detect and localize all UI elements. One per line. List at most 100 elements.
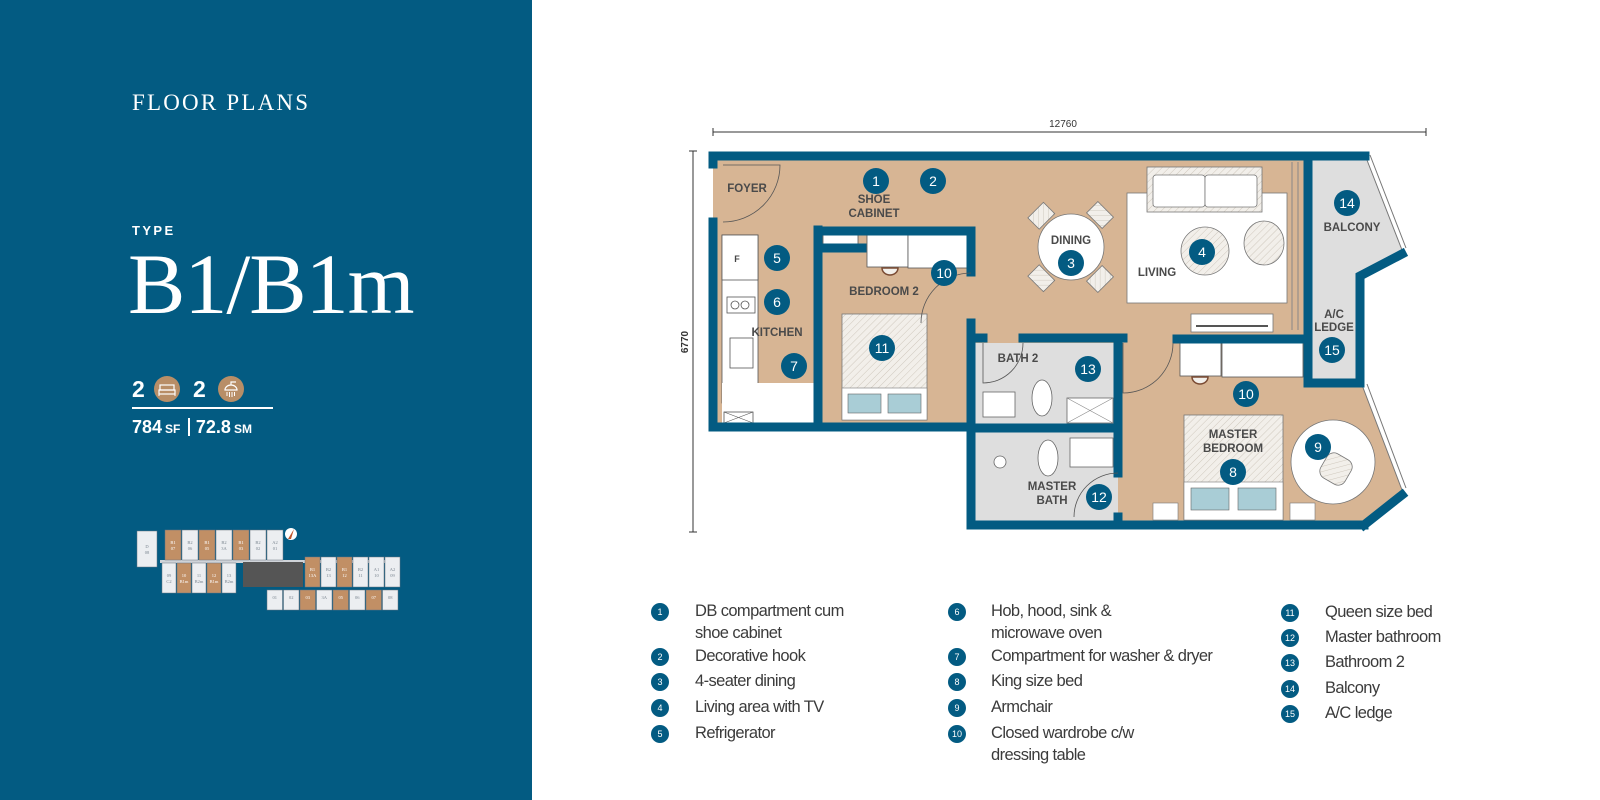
marker-10: 10 (931, 260, 957, 286)
legend-text: microwave oven (991, 624, 1102, 642)
key-plan-unit: 07 (365, 589, 382, 611)
key-plan: D08B107B206B105B23AB103B202A20109C210B1m… (136, 528, 401, 611)
room-label: FOYER (727, 183, 767, 195)
key-plan-unit-box (349, 589, 366, 611)
master-wardrobe (1221, 342, 1304, 378)
key-plan-unit: 02 (283, 589, 300, 611)
sm-unit: SM (233, 422, 252, 436)
legend-text: Closed wardrobe c/w (991, 724, 1134, 742)
legend-number: 10 (948, 725, 966, 743)
key-plan-unit: 08 (382, 589, 399, 611)
key-plan-unit-box (304, 556, 321, 588)
key-plan-unit-number: B2m (225, 579, 234, 584)
key-plan-unit-box (249, 529, 267, 561)
nightstand (1152, 502, 1179, 521)
key-plan-unit-type: 08 (388, 595, 393, 600)
legend-number: 4 (651, 699, 669, 717)
key-plan-unit-number: C2 (166, 579, 171, 584)
shower-icon (218, 376, 244, 402)
balcony-floor (1308, 155, 1402, 380)
key-plan-unit-number: 08 (145, 550, 150, 555)
section-title: FLOOR PLANS (132, 90, 311, 115)
key-plan-unit-box (368, 556, 385, 588)
marker-circle (1220, 459, 1246, 485)
sf-unit: SF (165, 422, 181, 436)
legend-text: A/C ledge (1325, 704, 1393, 722)
marker-1: 1 (863, 168, 889, 194)
key-plan-unit-number: 05 (205, 546, 210, 551)
living-armchair (1243, 220, 1285, 266)
sofa-cushion (1152, 174, 1206, 208)
marker-number: 1 (872, 173, 880, 189)
legend-text: Decorative hook (695, 647, 806, 665)
key-plan-unit-box (266, 529, 284, 561)
armchair (1319, 452, 1353, 486)
marker-circle (869, 335, 895, 361)
key-plan-unit: 03 (299, 589, 316, 611)
legend-number: 15 (1281, 705, 1299, 723)
bath2-basin (982, 391, 1016, 418)
shower-mark (1066, 397, 1114, 424)
key-plan-unit-number: 13A (309, 573, 318, 578)
key-plan-unit-box (384, 556, 401, 588)
legend-text: Balcony (1325, 679, 1380, 697)
key-plan-unit-number: 12 (342, 573, 347, 578)
marker-10: 10 (1233, 381, 1259, 407)
key-plan-unit-type: A2 (390, 567, 396, 572)
walls (708, 151, 1409, 532)
bathroom-count: 2 (193, 376, 206, 402)
marker-13: 13 (1075, 356, 1101, 382)
marker-2: 2 (920, 168, 946, 194)
key-plan-unit-number: 09 (390, 573, 395, 578)
key-plan-unit-number: B1m (210, 579, 219, 584)
legend-number: 13 (1281, 654, 1299, 672)
marker-circle (764, 245, 790, 271)
marker-11: 11 (869, 335, 895, 361)
key-plan-unit-type: B1 (170, 540, 175, 545)
legend-number: 2 (651, 648, 669, 666)
key-plan-unit-number: 01 (273, 546, 278, 551)
legend-text: dressing table (991, 746, 1086, 764)
key-plan-unit-type: B2 (358, 567, 363, 572)
key-plan-unit-type: 02 (289, 595, 294, 600)
marker-4: 4 (1189, 239, 1215, 265)
key-plan-unit-type: B1 (238, 540, 243, 545)
key-plan-unit-box (320, 556, 337, 588)
key-plan-unit-type: 06 (355, 595, 360, 600)
marker-number: 8 (1229, 464, 1237, 480)
key-plan-unit-type: A2 (272, 540, 278, 545)
marker-number: 13 (1080, 361, 1096, 377)
marker-circle (1075, 356, 1101, 382)
divider (132, 407, 273, 409)
marker-number: 10 (936, 265, 952, 281)
marker-number: 7 (790, 358, 798, 374)
marker-circle (1058, 250, 1084, 276)
bedroom-count: 2 (132, 376, 145, 402)
legend-text: Refrigerator (695, 724, 776, 742)
legend-number: 7 (948, 648, 966, 666)
key-plan-unit-type: 10 (182, 573, 187, 578)
marker-number: 4 (1198, 244, 1206, 260)
key-plan-unit-type: 12 (212, 573, 217, 578)
area-sm: 72.8 (195, 417, 231, 437)
tv-console (1190, 313, 1274, 333)
legend-text: 4-seater dining (695, 672, 796, 690)
key-plan-unit: 05 (332, 589, 349, 611)
stool (881, 267, 899, 276)
room-label: LIVING (1138, 267, 1176, 279)
key-plan-unit-type: B2 (255, 540, 260, 545)
marker-circle (1086, 484, 1112, 510)
key-plan-unit: D08 (136, 530, 158, 568)
dimension-depth (689, 150, 697, 533)
unit-type-name: B1/B1m (128, 236, 415, 332)
marker-circle (931, 260, 957, 286)
